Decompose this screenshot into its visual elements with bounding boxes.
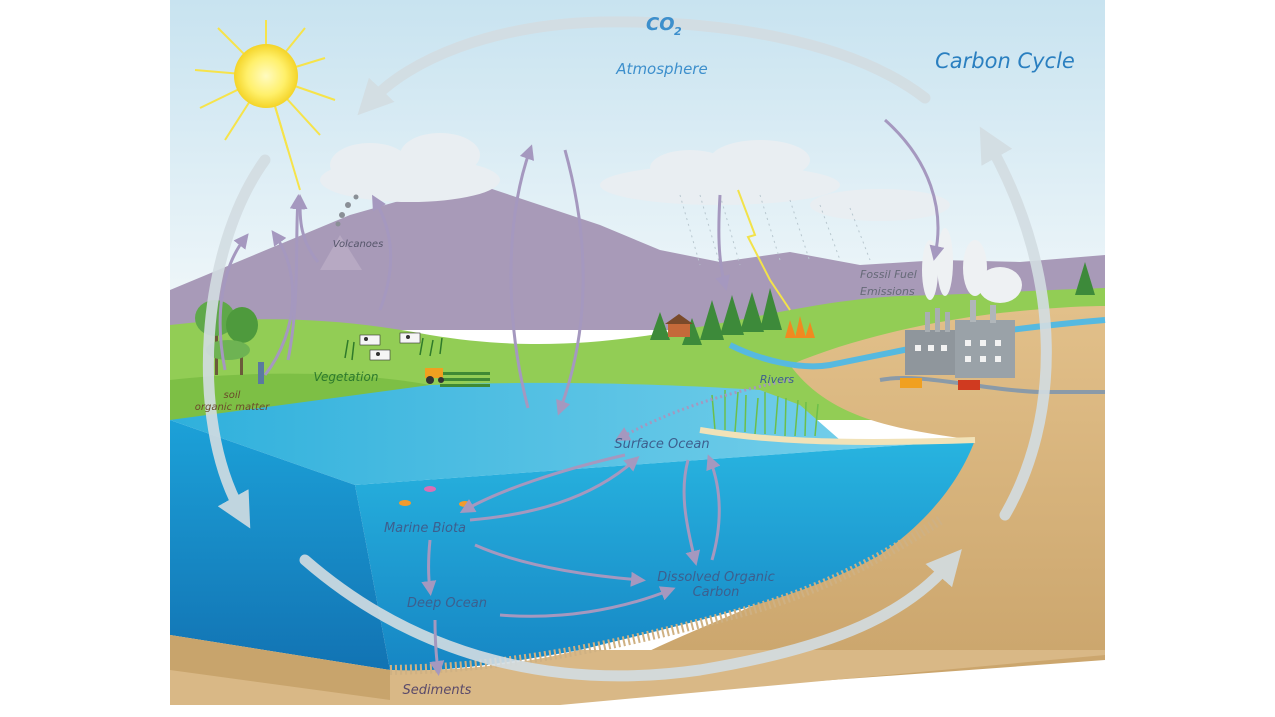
house-icon	[665, 314, 693, 337]
volcanoes-label: Volcanoes	[333, 239, 384, 250]
mountains	[170, 185, 1105, 330]
sediments-label: Sediments	[403, 683, 472, 698]
trees-right	[1075, 262, 1095, 295]
forest	[650, 288, 782, 345]
trees-left	[195, 300, 264, 384]
cycle-arrow-top	[357, 16, 931, 116]
sediment-layer	[170, 635, 1105, 705]
trucks	[900, 378, 980, 390]
flux-arrows	[218, 118, 945, 676]
cycle-arrow-right	[979, 126, 1052, 521]
soil-label-line1: soil	[224, 390, 241, 401]
marine-biota-label: Marine Biota	[384, 521, 466, 536]
doc-label-line2: Carbon	[693, 585, 740, 600]
rain	[679, 194, 871, 266]
factory-icon	[905, 300, 1015, 378]
cycle-arrows	[202, 16, 1052, 682]
ocean-deep	[355, 440, 975, 671]
crops	[344, 337, 443, 361]
doc-label-line1: Dissolved Organic	[657, 570, 775, 585]
volcano-smoke	[335, 194, 359, 227]
marsh-grass	[711, 390, 819, 437]
fossil-fuel-label-line1: Fossil Fuel	[860, 268, 917, 281]
cycle-arrow-left	[202, 154, 271, 529]
ocean-surface	[170, 382, 975, 485]
rivers-label: Rivers	[760, 373, 794, 386]
clouds	[320, 133, 950, 221]
co2-text: CO	[646, 14, 675, 35]
tractor-icon	[425, 368, 444, 384]
vegetation-label: Vegetation	[314, 370, 379, 384]
diagram-title: Carbon Cycle	[935, 49, 1075, 73]
fire-icon	[785, 316, 815, 338]
cycle-arrow-bottom	[299, 549, 962, 682]
lightning-icon	[737, 189, 791, 311]
co2-label: CO 2	[646, 14, 682, 38]
co2-subscript: 2	[674, 25, 682, 38]
deep-ocean-label: Deep Ocean	[407, 596, 487, 611]
cows	[359, 332, 421, 361]
soil-label-line2: organic matter	[195, 402, 270, 413]
sand-right	[560, 306, 1105, 700]
atmosphere-label: Atmosphere	[615, 60, 707, 78]
fields	[440, 372, 490, 387]
sun-icon	[194, 20, 336, 191]
surface-ocean-label: Surface Ocean	[614, 437, 709, 452]
fossil-fuel-label-line2: Emissions	[860, 285, 915, 298]
